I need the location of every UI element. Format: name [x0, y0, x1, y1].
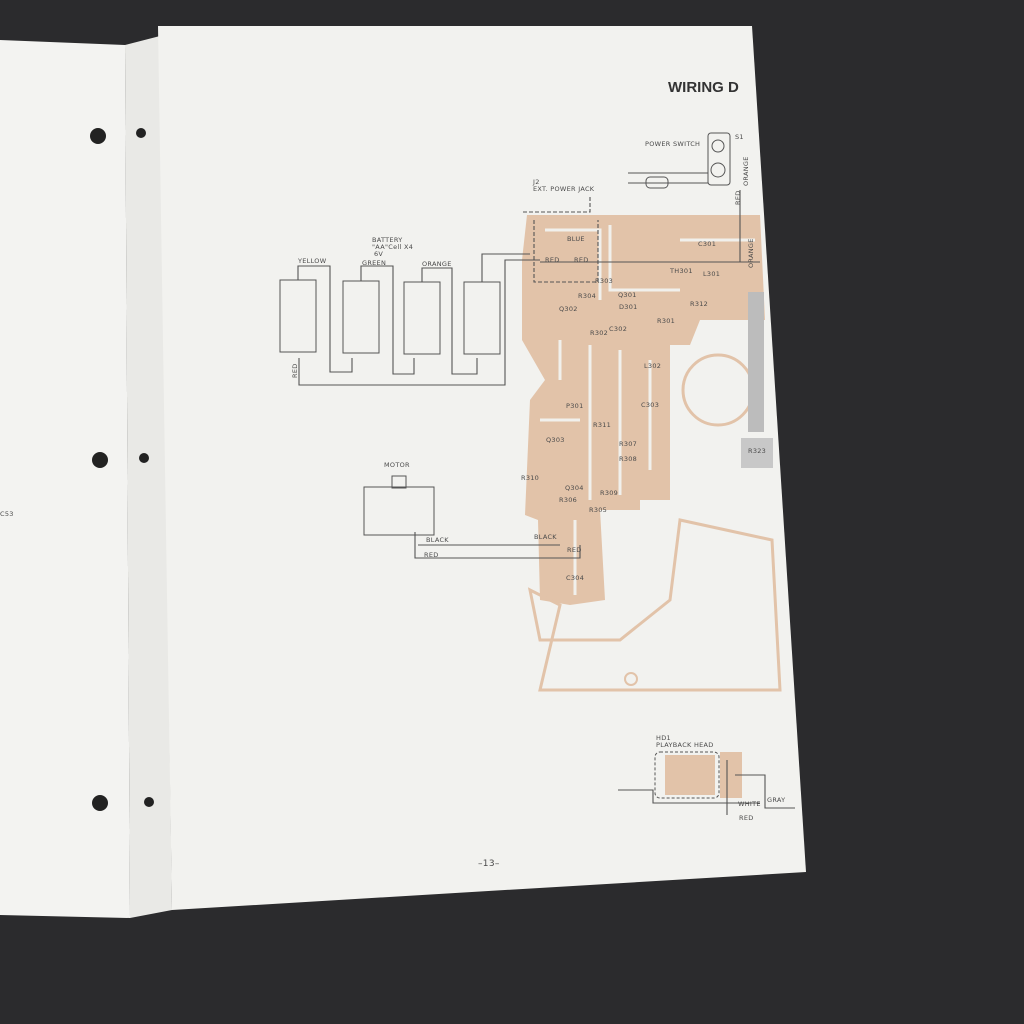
- battery-voltage: 6V: [374, 250, 383, 258]
- binder-hole: [144, 797, 154, 807]
- component-label: R312: [690, 300, 708, 308]
- binder-hole: [139, 453, 149, 463]
- component-label: D301: [619, 303, 638, 311]
- head-wire-white: WHITE: [738, 800, 761, 808]
- component-label: Q303: [546, 436, 565, 444]
- wiring: [279, 132, 795, 815]
- battery-title: BATTERY: [372, 236, 403, 244]
- r323-block: [741, 438, 773, 468]
- component-label: R303: [595, 277, 613, 285]
- head-wire-gray: GRAY: [767, 796, 785, 804]
- wire-red: RED: [545, 256, 560, 264]
- jack-ref: J2: [532, 178, 540, 186]
- head-label: PLAYBACK HEAD: [656, 741, 714, 749]
- head-wire-red: RED: [739, 814, 754, 822]
- component-label: R306: [559, 496, 577, 504]
- motor-wire-black: BLACK: [426, 536, 449, 544]
- playback-head: [654, 751, 720, 799]
- page-heading: WIRING D: [668, 79, 739, 96]
- component-label: Q302: [559, 305, 578, 313]
- wire-orange: ORANGE: [747, 238, 755, 268]
- wire-blue: BLUE: [567, 235, 585, 243]
- wire-red: RED: [734, 190, 742, 205]
- wire-red: RED: [291, 363, 299, 378]
- switch-label: POWER SWITCH: [645, 140, 700, 148]
- component-label: C301: [698, 240, 716, 248]
- component-label: R311: [593, 421, 611, 429]
- component-label: R307: [619, 440, 637, 448]
- component-label: R309: [600, 489, 618, 497]
- component-label: P301: [566, 402, 584, 410]
- motor-body: [363, 486, 435, 536]
- component-label: R308: [619, 455, 637, 463]
- component-label: R302: [590, 329, 608, 337]
- component-label: L301: [703, 270, 720, 278]
- switch-ref: S1: [735, 133, 744, 141]
- motor-wire-red: RED: [424, 551, 439, 559]
- component-label: C303: [641, 401, 659, 409]
- battery-cells: "AA"Cell X4: [372, 243, 413, 251]
- pcb-board: [522, 215, 782, 692]
- wire-orange: ORANGE: [742, 156, 750, 186]
- binder-hole: [92, 795, 108, 811]
- motor-label: MOTOR: [384, 461, 410, 469]
- binder-hole: [136, 128, 146, 138]
- wire-orange: ORANGE: [422, 260, 452, 268]
- component-label: Q304: [565, 484, 584, 492]
- component-label: R310: [521, 474, 539, 482]
- component-label: L302: [644, 362, 661, 370]
- diagram-labels: S1 POWER SWITCH J2 EXT. POWER JACK BATTE…: [291, 133, 785, 822]
- binder-hole: [90, 128, 106, 144]
- wire-red: RED: [574, 256, 589, 264]
- page-edge: [125, 36, 172, 918]
- wire-green: GREEN: [362, 259, 386, 267]
- wire-black: BLACK: [534, 533, 557, 541]
- component-label: C304: [566, 574, 584, 582]
- component-label: Q301: [618, 291, 637, 299]
- component-label: C302: [609, 325, 627, 333]
- component-label: R301: [657, 317, 675, 325]
- component-label: R304: [578, 292, 596, 300]
- wire-yellow: YELLOW: [297, 257, 327, 265]
- component-label: R323: [748, 447, 766, 455]
- page-number: –13–: [478, 859, 500, 869]
- left-page-text: C53: [0, 510, 14, 518]
- binder-hole: [92, 452, 108, 468]
- component-label: TH301: [669, 267, 693, 275]
- wire-red: RED: [567, 546, 582, 554]
- power-switch: [707, 132, 731, 186]
- left-page: [0, 40, 130, 918]
- head-ref: HD1: [656, 734, 671, 742]
- jack-label: EXT. POWER JACK: [533, 185, 595, 193]
- component-label: R305: [589, 506, 607, 514]
